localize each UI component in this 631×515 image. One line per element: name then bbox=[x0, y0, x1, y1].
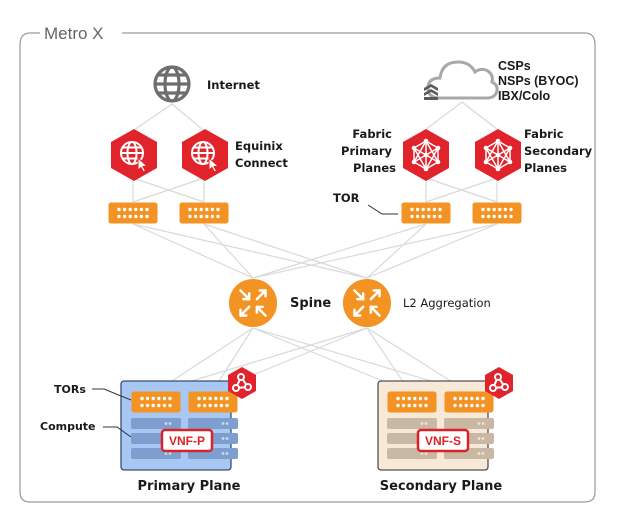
link bbox=[424, 101, 463, 131]
fabric-secondary-node: Fabric Secondary Planes bbox=[474, 127, 596, 182]
web-cursor-hex-icon bbox=[110, 128, 158, 182]
tor-switch-icon bbox=[179, 202, 229, 224]
fabric-mesh-hex-icon bbox=[402, 128, 450, 182]
equinix-connect-label: Equinix Connect bbox=[235, 139, 288, 170]
frame-title: Metro X bbox=[44, 24, 104, 43]
label-line: Secondary bbox=[524, 144, 593, 158]
router-arrows-icon bbox=[342, 278, 392, 328]
vnf-p-badge: VNF-P bbox=[160, 428, 214, 453]
link bbox=[132, 177, 205, 203]
cloud-label-line: CSPs bbox=[498, 59, 531, 73]
link bbox=[132, 223, 368, 279]
link bbox=[132, 223, 254, 279]
label-line: Planes bbox=[353, 161, 396, 175]
primary-plane-label: Primary Plane bbox=[138, 479, 241, 494]
secondary-plane: VNF-S Secondary Plane bbox=[377, 366, 514, 494]
primary-plane: VNF-P Primary Plane TORs Compute bbox=[40, 366, 257, 494]
label-line: Equinix bbox=[235, 139, 283, 153]
tors-callout-label: TORs bbox=[54, 383, 86, 396]
equinix-connect-node: Equinix Connect bbox=[110, 128, 288, 182]
cloud-icon bbox=[424, 60, 499, 100]
globe-icon bbox=[153, 65, 191, 103]
tor-row: TOR bbox=[108, 191, 522, 224]
vnf-p-label: VNF-P bbox=[169, 434, 205, 448]
link bbox=[425, 177, 498, 203]
spine-node: Spine bbox=[228, 278, 331, 328]
vnf-s-badge: VNF-S bbox=[416, 428, 470, 453]
vnf-s-label: VNF-S bbox=[425, 434, 461, 448]
tor-switch-icon bbox=[188, 391, 238, 413]
link bbox=[366, 223, 427, 279]
label-line: Planes bbox=[524, 161, 567, 175]
tor-switch-icon bbox=[472, 202, 522, 224]
spine-label: Spine bbox=[290, 296, 331, 311]
cloud-label-line: NSPs (BYOC) bbox=[498, 74, 579, 88]
internet-node: Internet bbox=[153, 65, 260, 103]
cloud-label: CSPs NSPs (BYOC) IBX/Colo bbox=[498, 59, 582, 103]
l2-aggregation-label: L2 Aggregation bbox=[403, 296, 491, 310]
compute-callout-line bbox=[103, 426, 132, 438]
link bbox=[252, 223, 498, 279]
cloud-node: CSPs NSPs (BYOC) IBX/Colo bbox=[424, 59, 582, 103]
metro-frame: Metro X bbox=[19, 24, 596, 503]
cloud-label-line: IBX/Colo bbox=[498, 89, 550, 103]
secondary-plane-label: Secondary Plane bbox=[380, 479, 503, 494]
compute-callout-label: Compute bbox=[40, 420, 96, 433]
link bbox=[203, 223, 254, 279]
link bbox=[461, 101, 499, 131]
label-line: Fabric bbox=[352, 127, 392, 141]
link bbox=[252, 223, 427, 279]
label-line: Primary bbox=[341, 144, 392, 158]
link bbox=[171, 103, 204, 131]
tor-switch-icon bbox=[401, 202, 451, 224]
router-arrows-icon bbox=[228, 278, 278, 328]
fabric-mesh-hex-icon bbox=[474, 128, 522, 182]
label-line: Fabric bbox=[524, 127, 564, 141]
tor-switch-icon bbox=[108, 202, 158, 224]
fabric-secondary-label: Fabric Secondary Planes bbox=[524, 127, 596, 175]
l2-aggregation-node: L2 Aggregation bbox=[342, 278, 491, 328]
tor-switch-icon bbox=[387, 391, 437, 413]
link bbox=[203, 223, 368, 279]
link bbox=[366, 223, 498, 279]
tors-callout-line bbox=[92, 388, 132, 401]
tor-callout-label: TOR bbox=[333, 191, 360, 205]
fabric-primary-node: Fabric Primary Planes bbox=[341, 127, 450, 182]
tor-switch-icon bbox=[131, 391, 181, 413]
internet-label: Internet bbox=[207, 78, 260, 92]
fabric-primary-label: Fabric Primary Planes bbox=[341, 127, 396, 175]
tor-switch-icon bbox=[444, 391, 494, 413]
link bbox=[133, 103, 173, 131]
label-line: Connect bbox=[235, 156, 288, 170]
web-cursor-hex-icon bbox=[181, 128, 229, 182]
tor-callout-line bbox=[367, 204, 398, 215]
